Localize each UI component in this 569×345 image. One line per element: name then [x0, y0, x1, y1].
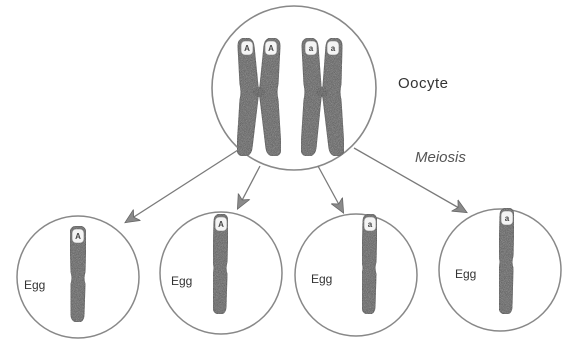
egg-cell-2: A Egg: [160, 212, 282, 334]
arrow-to-egg-2: [238, 166, 260, 208]
arrow-to-egg-3: [318, 166, 343, 212]
allele-label: A: [244, 44, 250, 53]
egg-cell-4: a Egg: [439, 208, 561, 331]
allele-label: A: [75, 232, 81, 241]
egg-cell-1: A Egg: [17, 216, 139, 338]
oocyte-membrane: [212, 6, 376, 170]
allele-label: a: [505, 214, 510, 223]
oocyte-label: Oocyte: [398, 75, 449, 92]
allele-label: a: [331, 44, 336, 53]
egg-label: Egg: [311, 272, 332, 286]
allele-label: A: [218, 220, 224, 229]
arrow-to-egg-1: [126, 150, 238, 222]
allele-label: a: [309, 44, 314, 53]
centromere-left: [253, 87, 265, 97]
egg-label: Egg: [171, 274, 192, 288]
egg-label: Egg: [24, 278, 45, 292]
egg-cell-3: a Egg: [295, 214, 417, 336]
centromere-right: [316, 87, 328, 97]
meiosis-label: Meiosis: [415, 149, 466, 166]
oocyte-cell: A A a a: [212, 6, 376, 170]
allele-label: A: [268, 44, 274, 53]
allele-label: a: [368, 220, 373, 229]
egg-label: Egg: [455, 267, 476, 281]
